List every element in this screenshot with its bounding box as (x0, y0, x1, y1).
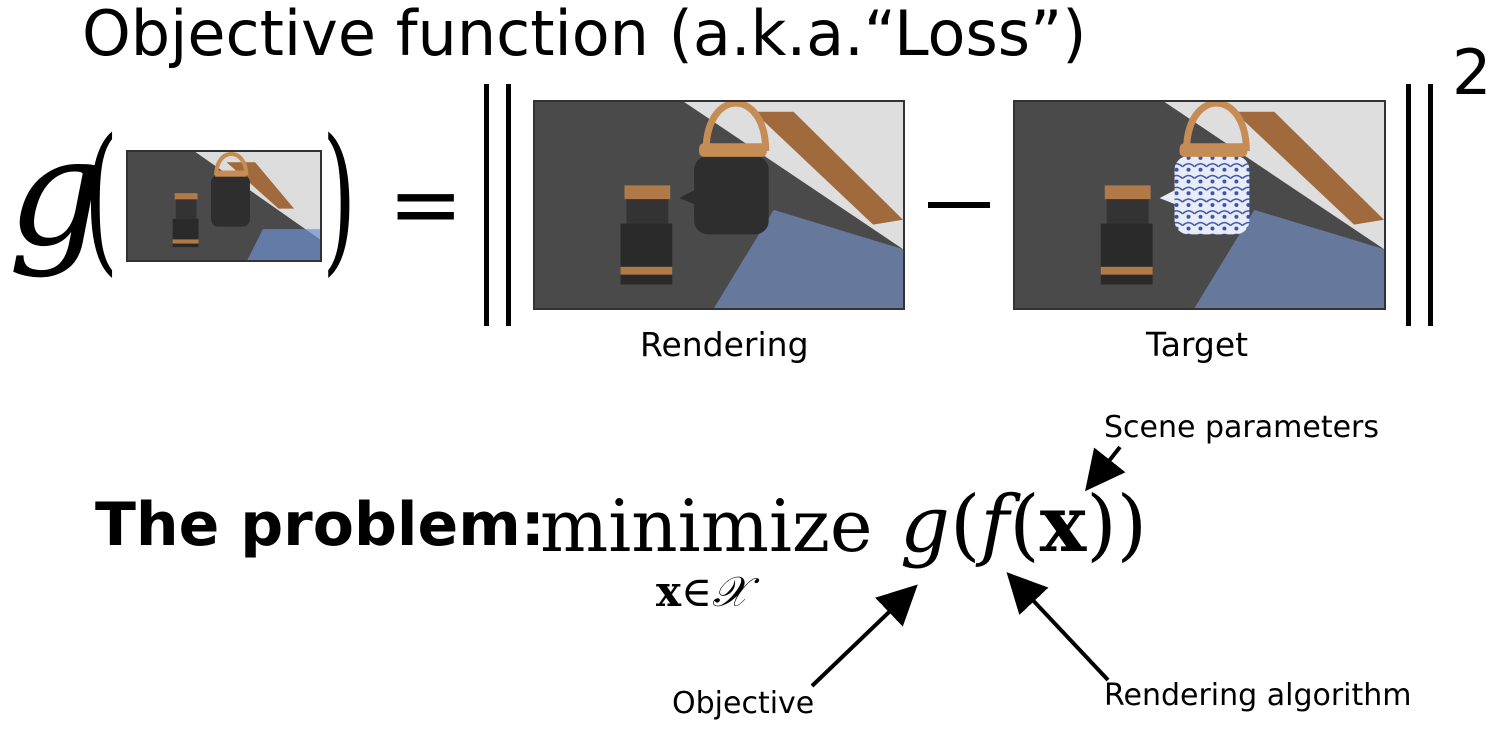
equals-sign: = (388, 152, 464, 257)
norm-bar-left-1 (484, 84, 489, 326)
expr-close-paren-1: ) (1086, 480, 1117, 570)
scene-parameters-label: Scene parameters (1104, 410, 1380, 445)
slide-title: Objective function (a.k.a.“Loss”) (82, 0, 1087, 70)
rendering-algorithm-label: Rendering algorithm (1104, 678, 1412, 713)
expr-g: g (900, 480, 950, 570)
exponent-two: 2 (1452, 36, 1492, 109)
subscript-set: 𝒳 (712, 567, 749, 616)
right-paren: ) (322, 104, 357, 291)
target-caption: Target (1146, 325, 1249, 364)
subscript-x: x (656, 567, 682, 616)
g-symbol: g (8, 106, 105, 280)
expr-close-paren-2: ) (1116, 480, 1148, 570)
norm-bar-right-1 (1406, 84, 1411, 326)
minimize-operator: minimize (540, 484, 873, 568)
target-image (1013, 100, 1386, 310)
minus-sign (928, 202, 990, 208)
expr-f: f (980, 480, 1010, 570)
arrow-to-x (1085, 445, 1126, 492)
arrow-to-f (1006, 572, 1110, 682)
expr-x: x (1039, 479, 1087, 570)
objective-expression: g(f(x)) (900, 479, 1148, 571)
expr-open-paren-1: ( (949, 480, 981, 570)
minimize-subscript: x∈𝒳 (656, 568, 748, 616)
norm-bar-right-2 (1428, 84, 1433, 326)
norm-bar-left-2 (506, 84, 511, 326)
small-scene-image (126, 150, 322, 262)
objective-label: Objective (672, 686, 815, 721)
subscript-in: ∈ (681, 567, 713, 616)
rendering-caption: Rendering (640, 325, 809, 364)
left-paren: ( (84, 104, 119, 291)
rendering-image (533, 100, 905, 310)
teapot-scene-target (1015, 102, 1384, 308)
arrow-to-g (810, 584, 918, 688)
expr-open-paren-2: ( (1009, 480, 1040, 570)
teapot-scene-small (128, 152, 320, 260)
problem-label: The problem: (95, 490, 545, 560)
teapot-scene-rendering (535, 102, 903, 308)
